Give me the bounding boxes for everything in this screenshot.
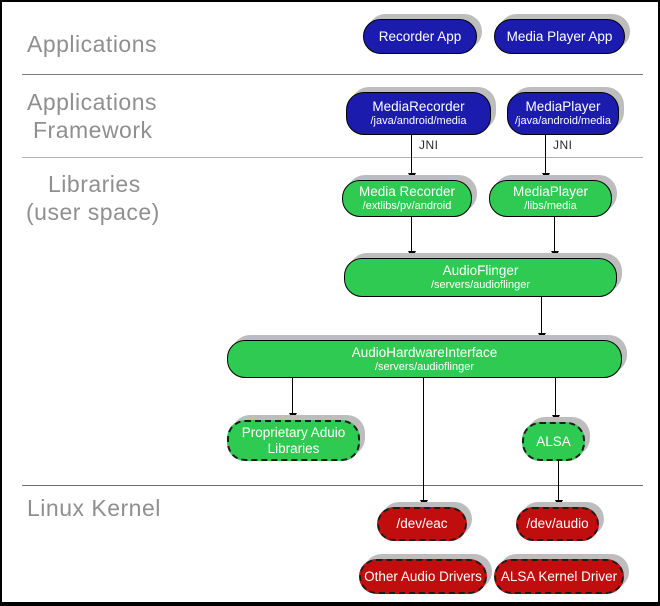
jni-label-left: JNI [419,138,439,152]
node-subtitle: /extlibs/pv/android [362,200,452,212]
node-title: MediaPlayer [512,184,589,199]
arrow-ahi-to-dev-eac [419,378,428,507]
arrow-mediaplayer-to-audioflinger [550,217,559,258]
node-title: ALSA [536,433,571,449]
node-subtitle: /java/android/media [370,115,467,127]
section-label-framework-line2: Framework [33,117,153,143]
node-media-player-app: Media Player App [494,19,625,54]
node-title: AudioHardwareInterface [351,344,498,360]
node-proprietary-audio-libraries: Proprietary Aduio Libraries [227,420,360,461]
node-subtitle: /servers/audioflinger [430,279,531,291]
node-audioflinger: AudioFlinger /servers/audioflinger [344,258,617,297]
node-title: Other Audio Drivers [364,568,482,584]
node-subtitle: Libraries [267,440,320,456]
node-title: MediaPlayer [525,99,601,114]
section-label-applications: Applications [27,31,158,57]
node-alsa: ALSA [522,422,585,461]
section-label-libraries-line1: Libraries [48,171,141,197]
node-title: ALSA Kernel Driver [500,568,618,584]
arrow-alsa-to-dev-audio [554,461,563,507]
node-title: /dev/eac [396,516,448,531]
node-mediarecorder-framework: MediaRecorder /java/android/media [346,92,491,135]
divider-libraries-kernel [22,485,643,486]
node-mediaplayer-framework: MediaPlayer /java/android/media [507,92,619,135]
arrow-mediarecorder-jni [407,135,416,180]
divider-applications-framework [22,74,643,75]
section-label-framework-line1: Applications [27,89,158,115]
node-audio-hardware-interface: AudioHardwareInterface /servers/audiofli… [227,340,622,378]
node-dev-eac: /dev/eac [377,507,467,541]
node-recorder-app: Recorder App [363,19,477,54]
node-media-recorder-lib: Media Recorder /extlibs/pv/android [342,180,472,217]
node-title: AudioFlinger [442,263,519,278]
arrow-audioflinger-to-ahi [537,297,546,340]
jni-label-right: JNI [553,138,573,152]
node-subtitle: /java/android/media [514,115,611,127]
node-title: Media Recorder [358,184,456,199]
arrow-mediarecorder-to-audioflinger [407,217,416,258]
arrow-mediaplayer-jni [541,135,550,180]
node-title: Recorder App [378,28,462,44]
section-label-linux-kernel: Linux Kernel [27,495,161,521]
node-title: /dev/audio [526,516,589,531]
node-mediaplayer-lib: MediaPlayer /libs/media [489,180,612,217]
node-title: MediaRecorder [372,99,465,114]
node-dev-audio: /dev/audio [516,507,599,541]
node-title: Proprietary Aduio [241,424,346,440]
node-subtitle: /servers/audioflinger [374,360,475,373]
node-title: Media Player App [506,28,613,44]
node-subtitle: /libs/media [524,200,577,212]
node-other-audio-drivers: Other Audio Drivers [359,559,487,594]
divider-framework-libraries [22,157,643,158]
arrow-ahi-to-proprietary [288,378,297,420]
section-label-libraries-line2: (user space) [26,199,160,225]
node-alsa-kernel-driver: ALSA Kernel Driver [494,559,624,594]
arrow-ahi-to-alsa [551,378,560,422]
